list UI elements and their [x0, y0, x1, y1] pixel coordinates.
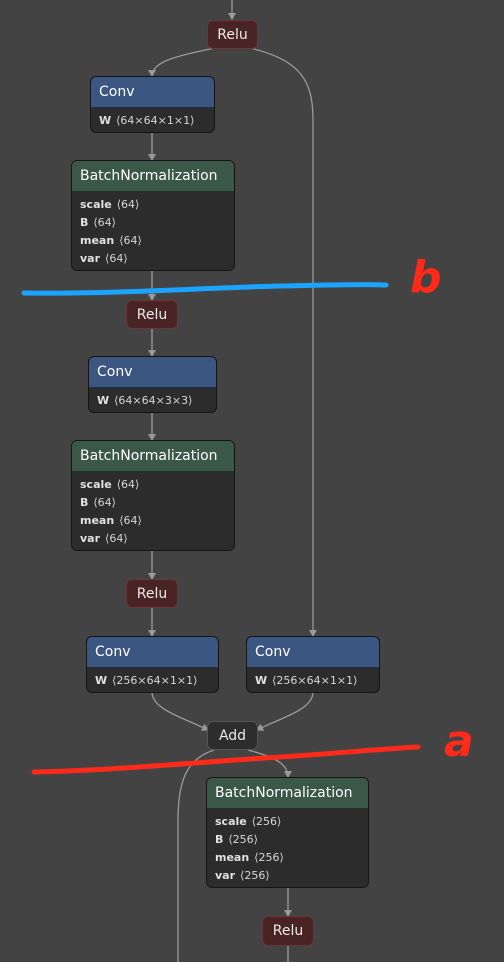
annotation-label-b: b [410, 252, 442, 303]
batchnorm-node-3-attr-mean: mean⟨256⟩ [215, 851, 284, 864]
relu-node-2[interactable]: Relu [126, 300, 178, 329]
batchnorm-node-1-attr-var: var⟨64⟩ [80, 252, 128, 265]
edge-add-bn3 [247, 749, 292, 778]
conv-node-3[interactable]: Conv W⟨256×64×1×1⟩ [86, 636, 219, 693]
conv-node-4[interactable]: Conv W⟨256×64×1×1⟩ [246, 636, 380, 693]
batchnorm-node-2-attr-b: B⟨64⟩ [80, 496, 116, 509]
edge-conv3-add [151, 691, 209, 731]
add-node[interactable]: Add [207, 721, 258, 750]
conv-node-2[interactable]: Conv W⟨64×64×3×3⟩ [88, 356, 217, 413]
edge-relu1-conv4 [249, 47, 317, 637]
batchnorm-node-3-title: BatchNormalization [207, 778, 368, 809]
batchnorm-node-2-attr-var: var⟨64⟩ [80, 532, 128, 545]
batchnorm-node-2-title: BatchNormalization [72, 441, 234, 472]
batchnorm-node-3[interactable]: BatchNormalization scale⟨256⟩ B⟨256⟩ mea… [206, 777, 369, 888]
annotation-line-a [31, 744, 421, 775]
batchnorm-node-3-attr-var: var⟨256⟩ [215, 869, 270, 882]
edge-relu1-conv1 [148, 47, 216, 77]
batchnorm-node-1-attr-scale: scale⟨64⟩ [80, 198, 140, 211]
annotation-label-a: a [444, 716, 474, 767]
batchnorm-node-2-attr-mean: mean⟨64⟩ [80, 514, 142, 527]
batchnorm-node-1-title: BatchNormalization [72, 161, 234, 192]
relu-node-3[interactable]: Relu [126, 579, 178, 608]
conv-node-1-title: Conv [91, 77, 214, 108]
conv-node-4-attr-w: W⟨256×64×1×1⟩ [255, 674, 358, 687]
conv-node-1[interactable]: Conv W⟨64×64×1×1⟩ [90, 76, 215, 133]
batchnorm-node-1-attr-b: B⟨64⟩ [80, 216, 116, 229]
edge-conv4-add [256, 691, 314, 731]
conv-node-2-title: Conv [89, 357, 216, 388]
batchnorm-node-1-attr-mean: mean⟨64⟩ [80, 234, 142, 247]
conv-node-1-attr-w: W⟨64×64×1×1⟩ [99, 114, 195, 127]
add-node-label: Add [218, 727, 247, 744]
batchnorm-node-3-attr-scale: scale⟨256⟩ [215, 815, 282, 828]
relu-node-4-label: Relu [272, 923, 304, 939]
batchnorm-node-1[interactable]: BatchNormalization scale⟨64⟩ B⟨64⟩ mean⟨… [71, 160, 235, 271]
conv-node-2-attr-w: W⟨64×64×3×3⟩ [97, 394, 193, 407]
relu-node-2-label: Relu [136, 306, 168, 323]
relu-node-3-label: Relu [136, 585, 168, 602]
annotation-line-b [21, 282, 389, 296]
conv-node-3-attr-w: W⟨256×64×1×1⟩ [95, 674, 198, 687]
conv-node-4-title: Conv [247, 637, 379, 668]
batchnorm-node-2[interactable]: BatchNormalization scale⟨64⟩ B⟨64⟩ mean⟨… [71, 440, 235, 551]
batchnorm-node-2-attr-scale: scale⟨64⟩ [80, 478, 140, 491]
relu-node-1[interactable]: Relu [207, 20, 258, 49]
relu-node-4[interactable]: Relu [262, 916, 314, 946]
batchnorm-node-3-attr-b: B⟨256⟩ [215, 833, 258, 846]
conv-node-3-title: Conv [87, 637, 218, 668]
relu-node-1-label: Relu [217, 26, 248, 43]
